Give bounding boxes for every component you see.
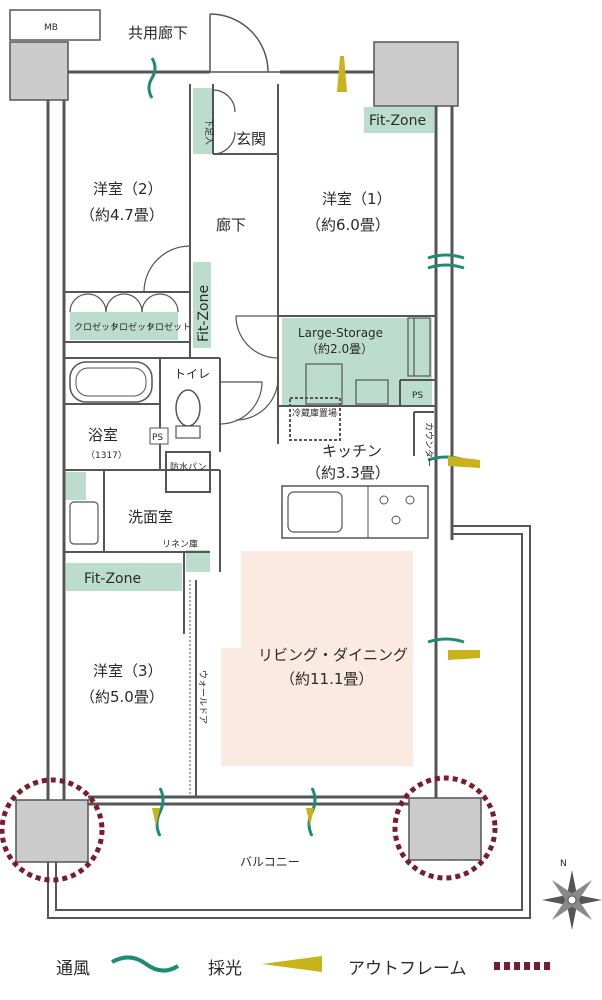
kitchen-counter [281,485,429,539]
fitzone-hall: Fit-Zone [196,285,212,342]
outer-walls [46,70,454,806]
entrance-label: 玄関 [236,130,266,148]
closet-doors [69,293,179,313]
room1-name: 洋室（1） [322,190,392,208]
bath-name: 浴室 [88,426,118,444]
washbasin [69,501,99,545]
toilet-label: トイレ [174,367,210,381]
daylight-markers [152,56,480,826]
shoe-cabinet-doors [212,89,236,155]
large-storage-name: Large-Storage [298,326,383,340]
room2-name: 洋室（2） [93,180,163,198]
ps-label: PS [412,391,423,401]
toilet-bowl [175,389,201,427]
legend: 通風 採光 アウトフレーム [56,955,552,979]
north-compass-icon [542,870,602,930]
closet-label-2: クロゼット [110,321,155,333]
room-doors [143,220,279,425]
legend-daylight-label: 採光 [208,959,242,979]
storage-shelves [305,317,431,405]
shoe-box [193,88,213,154]
column-top-right [373,41,459,107]
mb-label: MB [44,23,58,33]
fitzone-hall-box [193,262,211,348]
outframe-circle-left [0,777,105,883]
closet-label-1: クロゼット [74,321,119,333]
column-bottom-left [15,799,89,863]
large-storage-size: （約2.0畳） [306,341,373,356]
kitchen-size: （約3.3畳） [306,464,390,482]
room2-size: （約4.7畳） [80,206,164,224]
column-top-left [9,41,69,101]
linen-box [186,550,210,572]
fitzone-room3: Fit-Zone [84,571,141,587]
room1-size: （約6.0畳） [306,216,390,234]
fitzone-room3-box [66,563,182,591]
closet-box [70,312,178,340]
counter-label: カウンター [423,422,434,467]
balcony-outline [47,525,531,919]
fridge-label: 冷蔵庫置場 [292,407,337,419]
outframe-circle-right [392,775,498,881]
room3-size: （約5.0畳） [80,688,164,706]
bath-ps-label: PS [152,433,163,443]
wall-door-label: ウォールドア [197,670,208,724]
room3-name: 洋室（3） [93,662,163,680]
waterproof-pan-label: 防水パン [170,461,206,473]
legend-outframe-label: アウトフレーム [348,959,467,979]
closet-label-3: クロゼット [146,321,191,333]
north-label: N [560,859,567,869]
bathtub [69,361,153,403]
bath-ps-box [149,427,169,445]
hallway-label: 廊下 [216,216,246,234]
living-floor [221,551,413,766]
legend-daylight-icon [262,956,322,972]
living-size: （約11.1畳） [280,670,373,688]
linen-label: リネン庫 [162,538,198,550]
bath-size: （1317） [86,450,127,461]
mb-box [9,9,101,41]
entrance-door [209,13,280,73]
large-storage-box [282,318,432,406]
fitzone-room1-box [364,107,434,133]
living-name: リビング・ダイニング [258,646,408,664]
shoe-label: 下足入 [203,118,214,145]
legend-ventilation-label: 通風 [56,959,90,979]
balcony-label: バルコニー [240,855,300,869]
corridor-label: 共用廊下 [128,24,188,42]
washroom-label: 洗面室 [128,508,173,526]
bath-niche-box [64,472,86,500]
column-bottom-right [408,797,482,861]
fitzone-room1: Fit-Zone [369,113,426,129]
kitchen-name: キッチン [322,442,382,460]
legend-ventilation-icon [111,955,180,973]
